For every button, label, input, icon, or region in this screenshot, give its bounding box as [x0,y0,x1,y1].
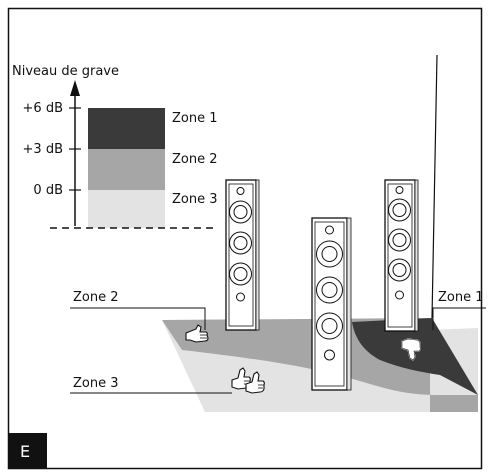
room-label-zone1: Zone 1 [432,290,486,330]
room-label-zone3-text: Zone 3 [73,376,119,391]
tick-label-6db: +6 dB [23,101,63,116]
axis-label: Niveau de grave [12,64,119,79]
room-label-zone2-text: Zone 2 [73,290,119,305]
room-label-zone1-text: Zone 1 [438,290,484,305]
figure-border [7,7,483,470]
axis-arrow-icon [70,80,80,96]
legend-swatch-zone1 [88,108,165,149]
legend-swatch-zone2 [88,149,165,190]
legend-label-zone1: Zone 1 [172,111,218,126]
room-corner-line [431,54,438,319]
two-thumbs-up-icon [231,367,265,394]
bass-level-scale: Niveau de grave +6 dB +3 dB 0 dB Zone 1 … [12,64,218,229]
legend-swatch-zone3 [88,190,165,228]
legend-label-zone2: Zone 2 [172,152,218,167]
figure-letter: E [20,442,30,461]
figure-letter-badge: E [9,433,47,468]
tick-label-3db: +3 dB [23,142,63,157]
thumb-sideways-icon [185,324,209,343]
speaker-right [384,179,419,332]
speaker-center [311,217,352,391]
thumb-down-icon [401,338,421,361]
legend-label-zone3: Zone 3 [172,192,218,207]
room-label-zone3: Zone 3 [70,376,232,394]
room-label-zone2: Zone 2 [70,290,206,330]
tick-label-0db: 0 dB [33,183,63,198]
speaker-left [225,179,260,331]
